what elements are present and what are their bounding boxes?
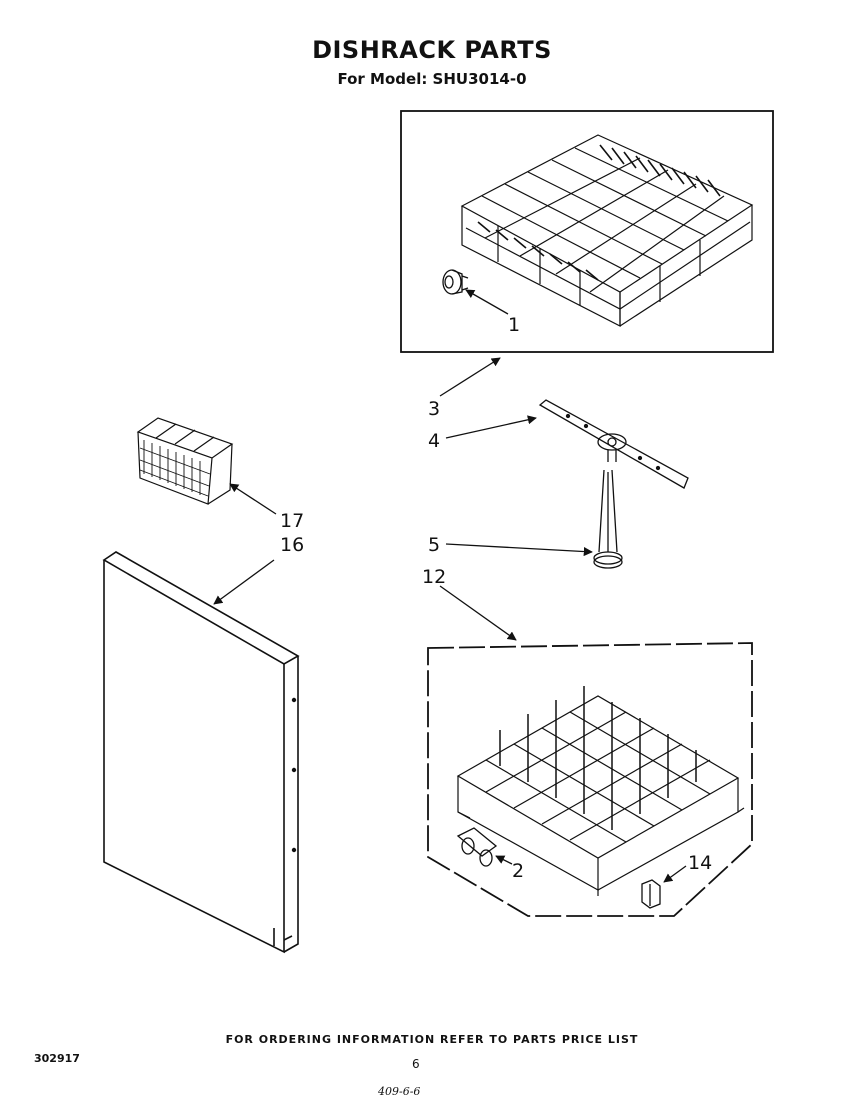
callout-3: 3 — [428, 398, 441, 420]
spray-arm-part-4 — [538, 399, 689, 489]
callout-12: 12 — [422, 566, 447, 588]
upper-rack-frame — [400, 110, 774, 353]
spray-tube-part-5 — [593, 469, 623, 569]
clip-part-14 — [641, 879, 661, 909]
handwritten-note: 409-6-6 — [378, 1085, 421, 1098]
wheel-part-1 — [442, 269, 469, 295]
callout-2: 2 — [512, 860, 525, 882]
lower-dishrack — [456, 686, 745, 896]
ordering-info: FOR ORDERING INFORMATION REFER TO PARTS … — [225, 1033, 639, 1046]
lower-rack-frame — [427, 642, 753, 917]
page-title: DISHRACK PARTS — [312, 36, 552, 64]
panel-part-16 — [102, 551, 300, 954]
callout-17: 17 — [280, 510, 305, 532]
model-line: For Model: SHU3014-0 — [337, 70, 527, 88]
callout-4: 4 — [428, 430, 441, 452]
silverware-basket-part-17 — [136, 417, 234, 505]
callout-16: 16 — [280, 534, 305, 556]
callout-5: 5 — [428, 534, 441, 556]
wheel-part-2 — [456, 827, 498, 867]
callout-14: 14 — [688, 852, 713, 874]
page-number: 6 — [412, 1057, 420, 1071]
upper-dishrack — [460, 134, 754, 327]
leader-lines — [213, 289, 687, 883]
document-number: 302917 — [34, 1052, 80, 1065]
callout-1: 1 — [508, 314, 521, 336]
